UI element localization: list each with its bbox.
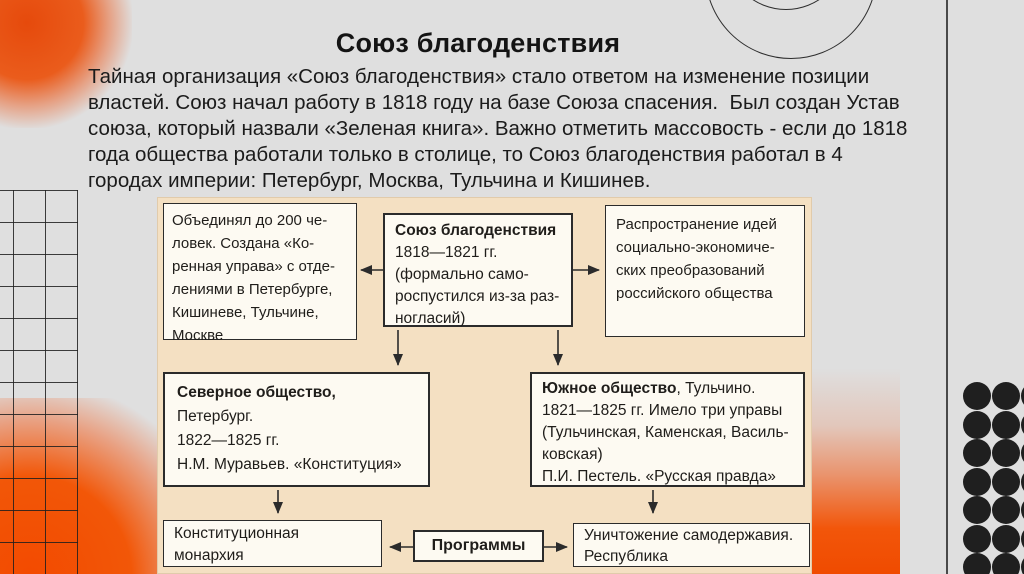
southern-box-body: 1821—1825 гг. Имело три управы (Тульчинс… xyxy=(542,402,789,485)
dot xyxy=(1021,382,1024,410)
dot xyxy=(992,410,1020,439)
northern-society-box: Северное общество, Петербург. 1822—1825 … xyxy=(163,372,430,487)
northern-box-body: Петербург. 1822—1825 гг. Н.М. Муравьев. … xyxy=(177,408,402,473)
union-box-title: Союз благоденствия xyxy=(395,222,557,239)
orange-strip-right xyxy=(812,368,900,574)
southern-box-title: Южное общество xyxy=(542,380,677,397)
dot xyxy=(963,467,991,496)
programs-box: Программы xyxy=(413,530,544,562)
constitutional-monarchy-box: Конституционная монархия xyxy=(163,520,382,567)
grid-pattern-left xyxy=(0,190,78,574)
dot xyxy=(1021,467,1024,496)
southern-society-box: Южное общество, Тульчино. 1821—1825 гг. … xyxy=(530,372,805,487)
dot xyxy=(992,382,1020,410)
dot xyxy=(992,524,1020,553)
diagram-panel: Объединял до 200 че- ловек. Создана «Ко-… xyxy=(157,197,812,574)
dot xyxy=(992,496,1020,524)
dot xyxy=(963,496,991,524)
dot xyxy=(963,382,991,410)
dots-pattern-bottom-right xyxy=(963,382,1024,574)
ideas-box: Распространение идей социально-экономиче… xyxy=(605,205,805,337)
programs-box-text: Программы xyxy=(431,537,526,554)
dot xyxy=(1021,439,1024,467)
southern-box-title-rest: , Тульчино. xyxy=(676,380,756,397)
members-box-text: Объединял до 200 че- ловек. Создана «Ко-… xyxy=(172,212,335,344)
union-box-body: 1818—1821 гг. (формально само- роспустил… xyxy=(395,244,560,327)
union-of-welfare-box: Союз благоденствия 1818—1821 гг. (формал… xyxy=(383,213,573,327)
ideas-box-text: Распространение идей социально-экономиче… xyxy=(616,216,777,302)
dot xyxy=(992,467,1020,496)
dot xyxy=(963,524,991,553)
vertical-line-decoration xyxy=(946,0,948,574)
dot xyxy=(1021,496,1024,524)
dot xyxy=(963,553,991,574)
dot xyxy=(1021,410,1024,439)
members-box: Объединял до 200 че- ловек. Создана «Ко-… xyxy=(163,203,357,344)
northern-box-title: Северное общество, xyxy=(177,384,336,401)
dot xyxy=(1021,524,1024,553)
dot xyxy=(992,553,1020,574)
dot xyxy=(963,410,991,439)
slide-title: Союз благоденствия xyxy=(335,28,621,58)
southern-box-title-line: Южное общество, Тульчино. xyxy=(542,378,793,400)
constitutional-monarchy-text: Конституционная монархия xyxy=(174,525,300,564)
intro-paragraph: Тайная организация «Союз благоденствия» … xyxy=(88,65,908,192)
orange-gradient-top-left xyxy=(0,0,132,128)
republic-box: Уничтожение самодержавия. Республика xyxy=(573,523,810,567)
dot xyxy=(1021,553,1024,574)
republic-box-text: Уничтожение самодержавия. Республика xyxy=(584,527,794,565)
dot xyxy=(963,439,991,467)
dot xyxy=(992,439,1020,467)
